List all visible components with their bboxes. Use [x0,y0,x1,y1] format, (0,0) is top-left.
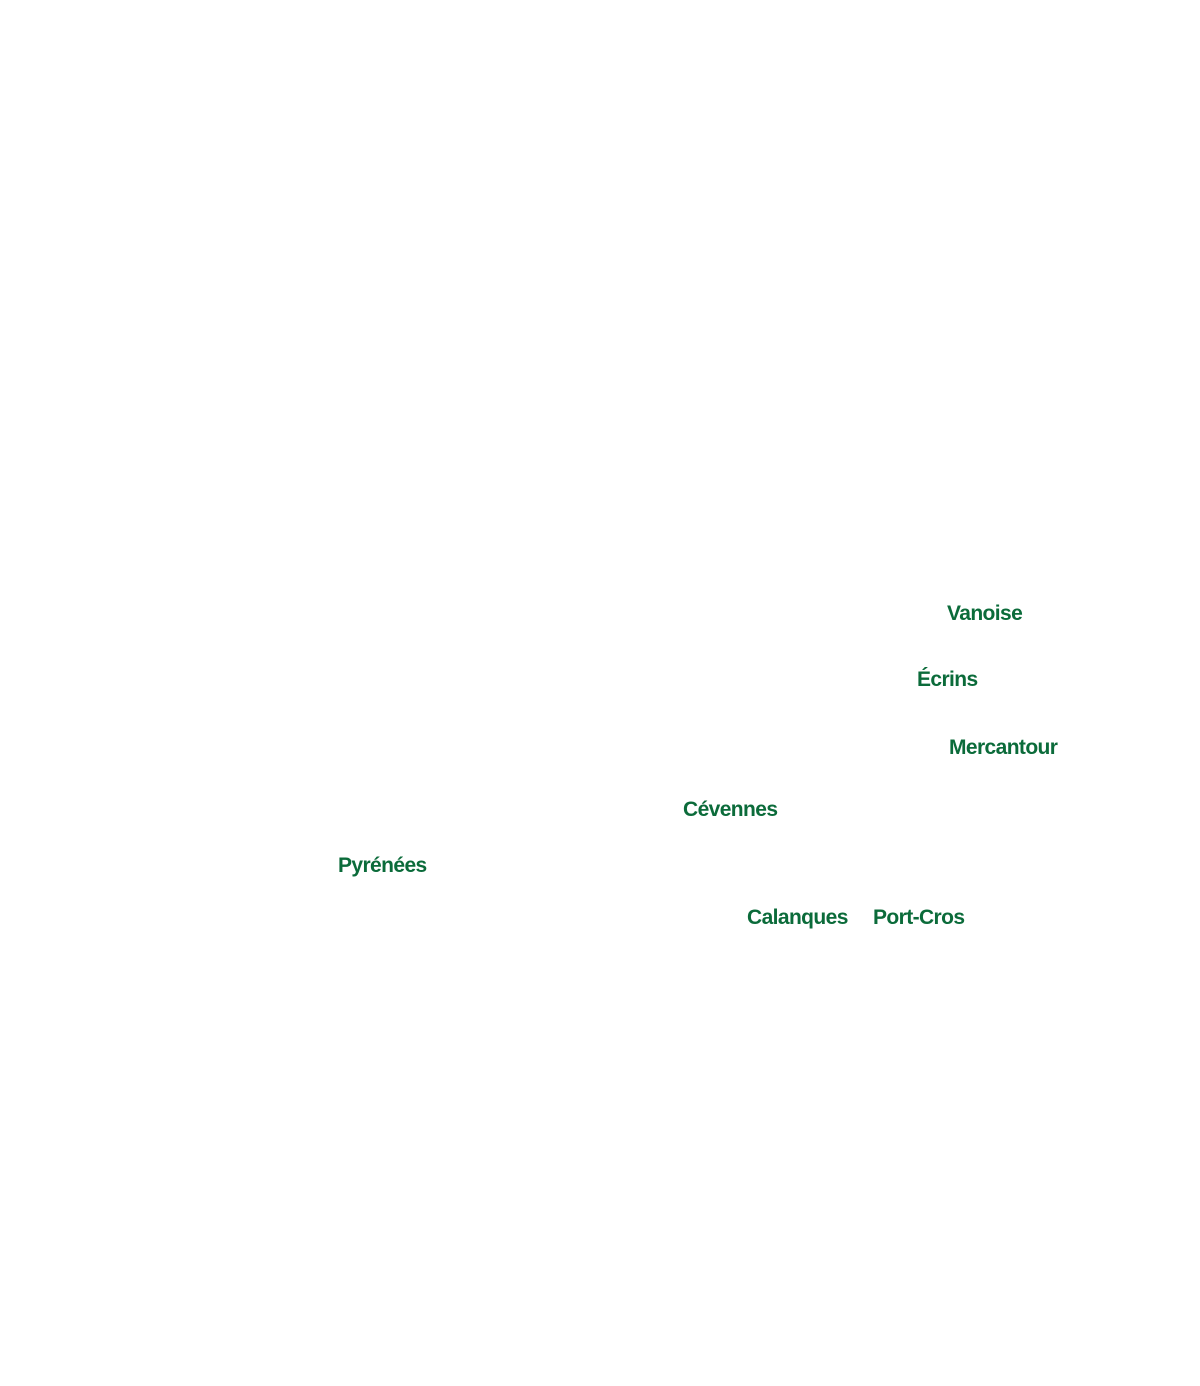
park-label-calanques[interactable]: Calanques [747,906,848,929]
park-label-vanoise[interactable]: Vanoise [947,602,1023,625]
park-label-cevennes[interactable]: Cévennes [683,798,778,821]
park-label-pyrenees[interactable]: Pyrénées [338,854,427,877]
park-label-port-cros[interactable]: Port-Cros [873,906,965,929]
park-label-mercantour[interactable]: Mercantour [949,736,1058,759]
park-label-ecrins[interactable]: Écrins [917,668,978,691]
